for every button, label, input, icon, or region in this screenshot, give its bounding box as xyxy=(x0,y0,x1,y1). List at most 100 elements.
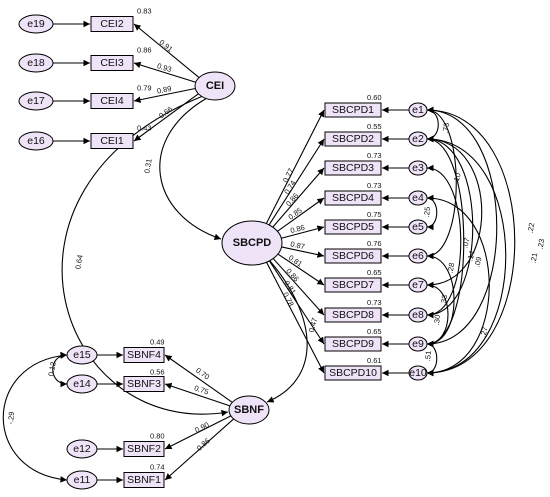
error-node-e1 xyxy=(408,102,428,118)
indicator-box-sbcpd2 xyxy=(324,131,382,147)
loading-label-sbnf4: 0.70 xyxy=(194,366,211,382)
indicator-box-sbcpd9 xyxy=(324,336,382,352)
loading-arrow-sbcpd1 xyxy=(265,109,325,224)
indicator-label-sbcpd10: SBCPD10 xyxy=(329,367,377,379)
error-label-e19: e19 xyxy=(27,18,45,30)
loading-label-sbcpd5: 0.86 xyxy=(289,223,305,235)
latent-node-sbcpd xyxy=(221,220,283,266)
error-label-e3: e3 xyxy=(412,162,424,174)
error-node-e6 xyxy=(408,248,428,264)
error-node-e19 xyxy=(18,14,54,34)
loading-arrow-sbnf2 xyxy=(164,415,232,450)
covariance-label-e1-e2: .73 xyxy=(441,122,451,133)
loading-arrow-sbcpd4 xyxy=(277,197,325,232)
r2-sbnf3: 0.56 xyxy=(150,368,165,377)
latent-node-cei xyxy=(194,71,236,101)
indicator-label-sbcpd4: SBCPD4 xyxy=(332,192,374,204)
indicator-label-sbcpd6: SBCPD6 xyxy=(332,250,374,262)
error-node-e3 xyxy=(408,160,428,176)
indicator-label-sbnf3: SBNF3 xyxy=(127,378,161,390)
r2-cei1: 0.43 xyxy=(137,124,152,133)
indicator-label-sbnf1: SBNF1 xyxy=(127,474,161,486)
error-node-e5 xyxy=(408,219,428,235)
covariance-e1-e2 xyxy=(426,106,439,143)
indicator-box-sbcpd8 xyxy=(324,307,382,323)
error-node-e14 xyxy=(66,374,98,394)
error-node-e10 xyxy=(408,365,428,381)
error-label-e16: e16 xyxy=(27,135,45,147)
indicator-box-sbcpd1 xyxy=(324,102,382,118)
r2-sbcpd7: 0.65 xyxy=(367,268,382,277)
indicator-box-sbnf2 xyxy=(123,441,165,457)
error-node-e17 xyxy=(18,91,54,111)
loading-arrow-sbnf4 xyxy=(164,354,233,403)
error-label-e9: e9 xyxy=(412,338,424,350)
structural-label-cei-sbnf: 0.64 xyxy=(73,254,84,270)
loading-arrow-sbcpd6 xyxy=(281,246,325,258)
indicator-box-sbcpd6 xyxy=(324,248,382,264)
nodes-layer xyxy=(18,14,428,490)
r2-sbcpd5: 0.75 xyxy=(367,210,382,219)
error-label-e15: e15 xyxy=(73,349,91,361)
covariance-label-e2-e10: .21 xyxy=(529,252,540,264)
error-node-e2 xyxy=(408,131,428,147)
indicator-label-sbcpd8: SBCPD8 xyxy=(332,309,374,321)
loading-label-cei2: 0.91 xyxy=(158,38,175,54)
error-node-e4 xyxy=(408,190,428,206)
covariance-label-e2-e9: .07 xyxy=(460,237,471,249)
covariance-label-e4-e10: .27 xyxy=(478,326,489,338)
loading-label-sbnf3: 0.75 xyxy=(193,383,210,396)
latent-label-sbnf: SBNF xyxy=(234,404,264,416)
indicator-box-sbcpd4 xyxy=(324,190,382,206)
error-label-e18: e18 xyxy=(27,57,45,69)
indicator-box-cei4 xyxy=(90,93,134,109)
error-node-e9 xyxy=(408,336,428,352)
covariance-label-e7-e9: .30 xyxy=(432,314,442,325)
covariance-label-e2-e8: .14 xyxy=(465,250,476,262)
loading-arrow-sbcpd5 xyxy=(281,225,325,239)
covariance-e3-e8 xyxy=(426,164,462,319)
r2-sbcpd2: 0.55 xyxy=(367,122,382,131)
error-node-e18 xyxy=(18,53,54,73)
structural-path-cei-sbcpd xyxy=(159,97,222,241)
latent-node-sbnf xyxy=(228,395,270,425)
r2-sbnf2: 0.80 xyxy=(150,432,165,441)
covariance-e4-e10 xyxy=(426,194,490,377)
indicator-label-sbcpd5: SBCPD5 xyxy=(332,221,374,233)
covariance-e1-e10 xyxy=(426,106,516,377)
loading-arrow-cei2 xyxy=(133,23,200,78)
loading-arrow-sbcpd7 xyxy=(277,253,325,286)
indicator-box-sbnf3 xyxy=(123,376,165,392)
loading-label-sbnf1: 0.86 xyxy=(195,436,212,452)
indicator-box-sbcpd10 xyxy=(324,365,382,381)
error-label-e1: e1 xyxy=(412,104,424,116)
indicator-label-cei2: CEI2 xyxy=(100,18,124,30)
loading-label-cei3: 0.93 xyxy=(156,61,173,74)
error-node-e12 xyxy=(66,439,98,459)
r2-sbnf1: 0.74 xyxy=(150,463,165,472)
error-label-e10: e10 xyxy=(409,367,427,379)
r2-sbcpd4: 0.73 xyxy=(367,181,382,190)
indicator-label-sbcpd7: SBCPD7 xyxy=(332,279,374,291)
indicator-label-sbcpd1: SBCPD1 xyxy=(332,104,374,116)
indicator-box-cei2 xyxy=(90,16,134,32)
covariance-label-e1-e9: .22 xyxy=(526,222,537,234)
covariance-label-e2-e7: .09 xyxy=(472,256,483,268)
covariance-label-e9-e10: .51 xyxy=(423,350,433,361)
covariance-label-e6-e9: .33 xyxy=(439,294,450,306)
loading-label-sbnf2: 0.90 xyxy=(193,420,210,435)
covariance-e2-e9 xyxy=(426,135,465,348)
indicator-label-sbcpd9: SBCPD9 xyxy=(332,338,374,350)
r2-cei3: 0.86 xyxy=(137,46,152,55)
covariance-e2-e10 xyxy=(426,135,507,377)
structural-label-cei-sbcpd: 0.31 xyxy=(142,158,153,174)
indicator-box-sbcpd5 xyxy=(324,219,382,235)
indicator-box-sbcpd3 xyxy=(324,160,382,176)
indicator-label-cei4: CEI4 xyxy=(100,95,124,107)
covariance-e11-e15 xyxy=(2,352,68,483)
error-label-e11: e11 xyxy=(74,474,91,486)
loading-arrow-cei4 xyxy=(133,87,196,103)
error-node-e8 xyxy=(408,307,428,323)
loading-arrow-cei1 xyxy=(133,93,199,142)
covariance-label-e14-e15: 0.12 xyxy=(46,361,57,377)
